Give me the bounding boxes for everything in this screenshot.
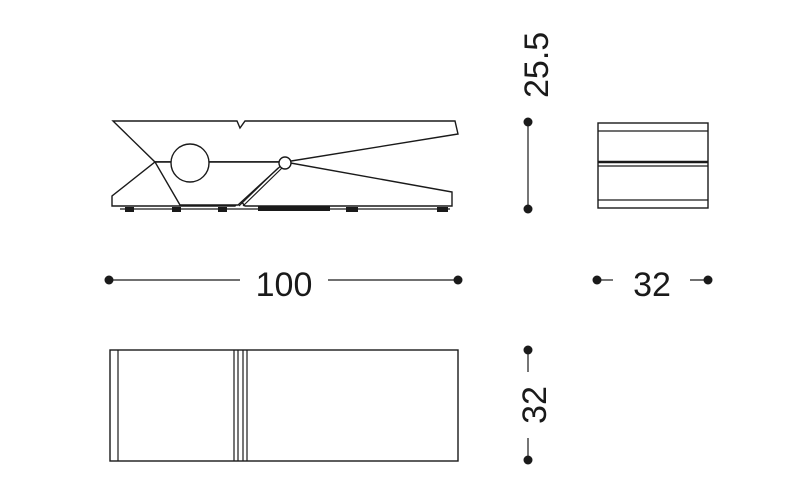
- side-view-pivot-circle: [170, 143, 210, 183]
- end-width-dimension-label: 32: [633, 266, 671, 304]
- side-view-foot: [172, 207, 181, 212]
- top-width-dimension-dot-bottom: [523, 455, 533, 465]
- top-view: [109, 349, 459, 462]
- side-view-spring-wire-2: [238, 167, 279, 207]
- top-width-dimension-dot-top: [523, 345, 533, 355]
- end-width-dimension-dot-right: [703, 275, 713, 285]
- top-width-dimension: 32: [516, 345, 554, 465]
- side-view-foot: [218, 207, 227, 212]
- top-view-outline: [109, 349, 459, 462]
- top-width-dimension-label: 32: [516, 386, 554, 424]
- side-view-foot: [125, 207, 134, 212]
- side-view-foot: [437, 207, 448, 212]
- side-view-spring-coil: [278, 156, 292, 170]
- side-view-upper-jaw: [111, 120, 459, 163]
- side-view: [111, 120, 459, 212]
- length-dimension-dot-right: [453, 275, 463, 285]
- length-dimension-dot-left: [104, 275, 114, 285]
- end-width-dimension: 32: [592, 266, 713, 304]
- height-dimension-dot-bottom: [523, 204, 533, 214]
- end-view: [597, 122, 709, 209]
- side-view-spring-wire: [242, 167, 283, 207]
- length-dimension-label: 100: [256, 266, 313, 304]
- height-dimension-label: 25.5: [518, 32, 556, 98]
- side-view-foot: [346, 207, 358, 212]
- side-view-foot-long: [258, 206, 330, 211]
- end-width-dimension-dot-left: [592, 275, 602, 285]
- height-dimension-dot-top: [523, 117, 533, 127]
- length-dimension: 100: [104, 266, 463, 304]
- height-dimension: 25.5: [518, 32, 556, 214]
